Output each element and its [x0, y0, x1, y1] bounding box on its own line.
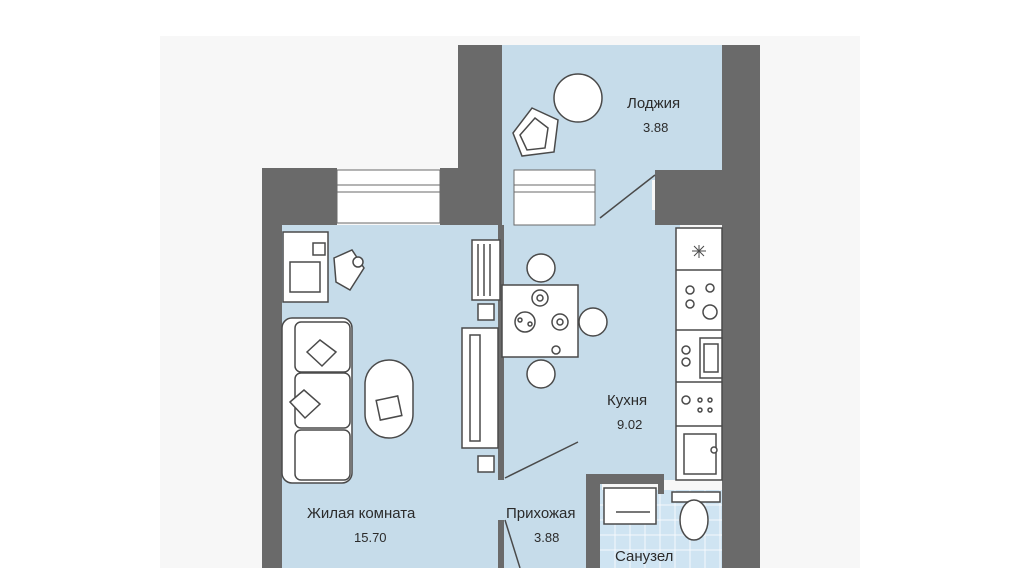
- living-room-furniture: [281, 231, 501, 484]
- room-area-loggia: 3.88: [643, 120, 669, 135]
- bathroom-fixtures: [603, 487, 721, 541]
- washing-machine: [603, 487, 657, 525]
- room-area-hallway: 3.88: [534, 530, 560, 545]
- doors: [504, 174, 656, 568]
- bookshelf: [471, 239, 501, 301]
- room-name-kitchen: Кухня: [607, 392, 648, 409]
- walls: [262, 45, 760, 568]
- room-name-bathroom: Санузел: [615, 548, 674, 565]
- kitchen-furniture: [501, 227, 723, 481]
- room-area-kitchen: 9.02: [617, 417, 643, 432]
- toilet: [679, 499, 709, 541]
- room-name-living: Жилая комната: [307, 505, 416, 522]
- hallway-floor: [502, 480, 602, 568]
- windows: [336, 169, 596, 226]
- loggia-table: [553, 73, 603, 123]
- loggia-furniture: [512, 73, 603, 157]
- room-area-living: 15.70: [354, 530, 387, 545]
- room-name-loggia: Лоджия: [627, 95, 681, 112]
- room-name-hallway: Прихожая: [506, 505, 576, 522]
